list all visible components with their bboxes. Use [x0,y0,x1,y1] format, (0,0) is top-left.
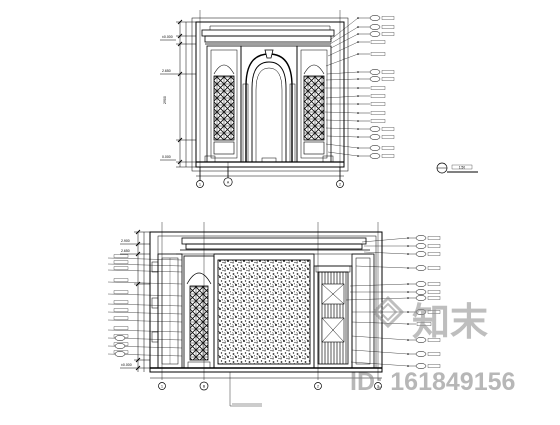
top-callout-6 [357,69,395,75]
top-callout-14 [357,134,395,140]
top-callout-8 [357,86,386,90]
bottom-left-callout-4 [107,278,183,285]
bottom-left-callout-9 [107,326,183,333]
top-elevation-left-dimensions: ±0.000 2.650 0.000 2900 [160,19,196,168]
bottom-left-callout-11 [107,342,183,349]
top-callout-10 [357,102,386,106]
svg-text:1: 1 [199,183,201,187]
svg-text:±0.000: ±0.000 [162,35,173,39]
bottom-right-callout-10 [407,337,441,343]
bottom-right-callout-11 [407,351,441,357]
watermark-brand-text: 知末 [412,302,488,344]
top-callout-4 [357,40,386,44]
watermark-logo [371,295,405,329]
bottom-right-callout-3 [407,251,441,257]
svg-text:2.900: 2.900 [121,239,130,243]
bottom-left-callout-12 [107,350,183,357]
bottom-right-callout-6 [407,289,441,295]
bottom-left-callout-6 [107,300,183,307]
svg-text:2: 2 [317,384,319,388]
svg-text:2.650: 2.650 [162,69,171,73]
top-callout-1 [357,15,395,21]
bottom-right-callout-5 [407,281,441,287]
bottom-elevation-left-dimensions: 2.900 2.650 ±0.000 [120,229,150,372]
bottom-right-callout-2 [407,243,441,249]
top-callout-15 [357,145,395,151]
watermark: 知末 ID: 161849156 [350,295,515,396]
svg-text:±0.000: ±0.000 [121,363,132,367]
top-callout-13 [357,126,395,132]
bottom-right-callout-12 [407,363,441,369]
top-callout-3 [357,31,395,37]
bottom-elevation-drawing [149,222,383,380]
bottom-elevation-left-callouts [107,254,183,357]
bottom-left-callout-2 [107,260,183,267]
svg-text:2.650: 2.650 [121,249,130,253]
top-callout-11 [357,111,386,115]
bottom-left-callout-5 [107,290,183,297]
top-callout-16 [357,153,395,159]
svg-text:B: B [203,384,206,388]
bottom-left-callout-7 [107,308,183,315]
bottom-left-callout-3 [107,266,183,273]
svg-text:2900: 2900 [163,96,167,104]
bottom-right-callout-7 [407,295,441,301]
top-elevation-axis-markers: 1 A 2 [196,167,344,188]
top-elevation-title-mark: 1:50 [436,162,478,174]
bottom-elevation-right-callouts [345,235,441,369]
bottom-left-callout-8 [107,316,183,323]
bottom-left-callout-10 [107,334,183,341]
bottom-right-callout-9 [407,322,432,326]
watermark-id-text: ID: 161849156 [350,368,515,396]
bottom-left-callout-1 [107,254,183,261]
bottom-elevation-axis-markers: 1 B 2 3 [150,372,382,407]
svg-text:1: 1 [161,384,163,388]
top-callout-5 [357,52,386,56]
bottom-right-callout-4 [407,265,441,271]
top-elevation-drawing [191,10,349,182]
top-elevation-material-callouts [324,15,395,159]
top-callout-7 [357,76,395,82]
top-callout-2 [357,24,395,30]
top-callout-9 [357,94,386,98]
bottom-right-callout-8 [407,309,441,315]
svg-text:0.000: 0.000 [162,155,171,159]
bottom-right-callout-1 [407,235,441,241]
top-elevation-scale-label: 1:50 [459,165,465,169]
svg-text:2: 2 [339,183,341,187]
svg-text:A: A [227,181,230,185]
top-callout-12 [357,119,386,123]
svg-text:3: 3 [377,384,379,388]
